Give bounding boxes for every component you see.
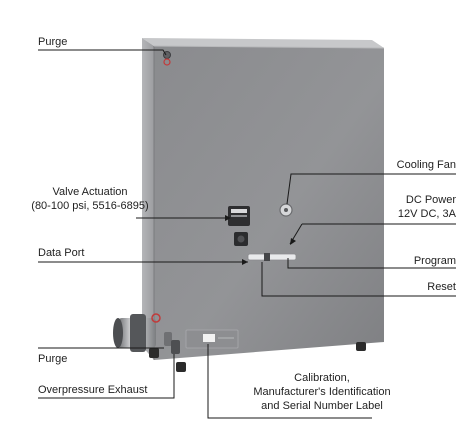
program-reset-bar: [247, 253, 297, 261]
bottom-fittings: [164, 332, 180, 354]
arrowheads: [225, 215, 296, 265]
control-bar: [247, 253, 297, 261]
label-cooling-fan: Cooling Fan: [396, 159, 456, 171]
foot: [149, 348, 159, 358]
label-valve-actuation: Valve Actuation (80-100 psi, 5516-6895): [31, 186, 149, 212]
label-dc-power: DC Power 12V DC, 3A: [397, 194, 456, 220]
valve-actuation-fitting: [228, 206, 250, 226]
label-program: Program: [413, 255, 456, 267]
pipe-opening: [113, 318, 123, 348]
leader-overpressure: [38, 354, 175, 399]
leader-program: [287, 258, 456, 269]
cabinet: [142, 38, 385, 360]
foot: [176, 362, 186, 372]
arrowhead: [290, 238, 296, 245]
pressure-pipe-fitting: [113, 313, 161, 352]
data-port-connector: [234, 232, 248, 246]
leader-purge-top: [38, 49, 167, 56]
cabinet-edge-top: [153, 45, 385, 49]
cabinet-side: [142, 38, 154, 360]
overpressure-exhaust-fitting: [171, 340, 180, 354]
cabinet-feet: [149, 342, 366, 372]
valve-stripe: [231, 215, 247, 217]
label-purge-bottom: Purge: [38, 353, 68, 365]
label-purge-top: Purge: [38, 36, 68, 48]
arrowhead: [242, 259, 248, 265]
foot: [356, 342, 366, 351]
leader-cooling-fan: [286, 173, 456, 205]
purge-red-ring: [163, 58, 171, 66]
fan-fitting-center: [284, 208, 288, 212]
control-switch: [264, 253, 270, 261]
valve-stripe: [231, 209, 247, 213]
pipe-red-ring: [151, 313, 161, 323]
cabinet-front: [154, 46, 384, 360]
leader-calibration: [207, 344, 372, 419]
label-reset: Reset: [427, 281, 456, 293]
label-data-port: Data Port: [38, 247, 85, 259]
leader-lines: [38, 49, 456, 419]
calibration-label-plate: [185, 329, 239, 349]
arrowhead: [225, 215, 231, 221]
data-port-socket: [237, 235, 245, 243]
label-calibration: Calibration, Manufacturer's Identificati…: [253, 372, 391, 412]
pipe-nut: [130, 314, 146, 352]
label-plate-white: [203, 334, 215, 342]
purge-bottom-fitting: [164, 332, 172, 346]
cooling-fan-fitting: [279, 203, 293, 217]
leader-reset: [261, 262, 456, 297]
label-overpressure-exhaust: Overpressure Exhaust: [38, 384, 148, 396]
cabinet-top: [142, 38, 384, 48]
